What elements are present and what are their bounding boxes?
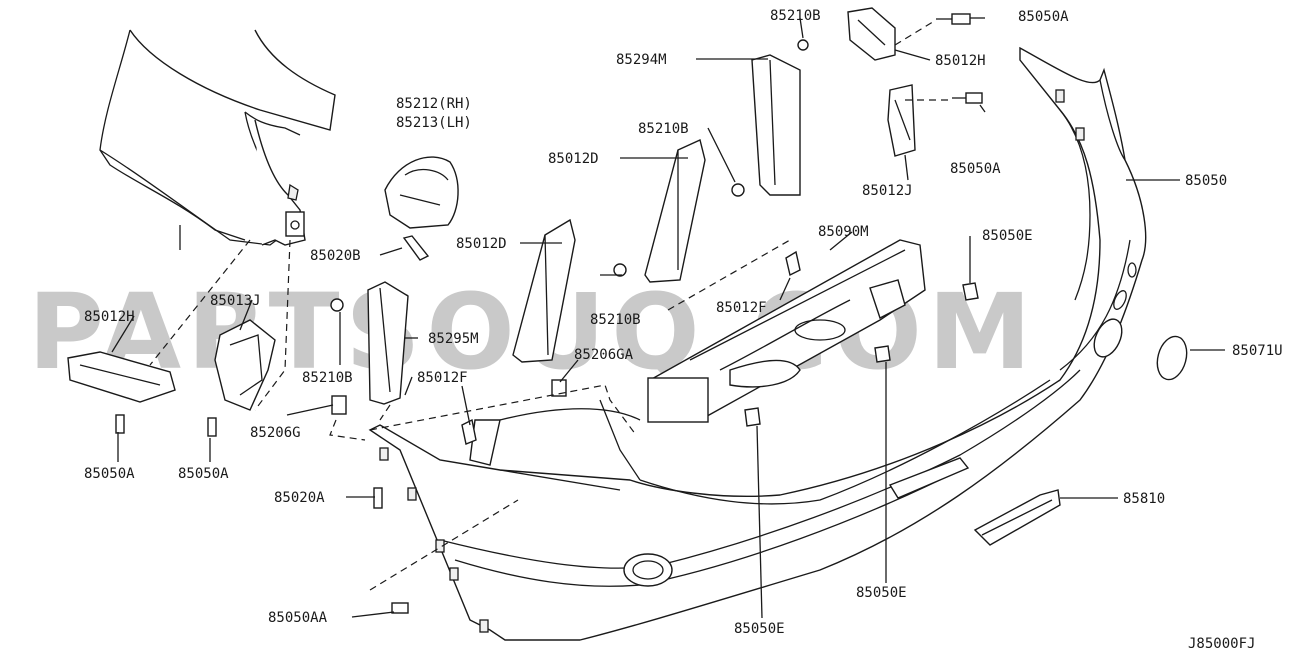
label-85012h-left: 85012H [84,309,135,325]
label-85012f-right: 85012F [716,300,767,316]
label-85212: 85212(RH) [396,96,472,112]
label-85071u: 85071U [1232,343,1283,359]
energy-absorber-part [647,239,926,423]
label-85012d-upper: 85012D [548,151,599,167]
label-85050a-top: 85050A [1018,9,1069,25]
label-85050aa: 85050AA [268,610,328,626]
label-85210b-top: 85210B [770,8,821,24]
rear-fender-section [99,29,336,246]
diagram-code: J85000FJ [1188,636,1255,652]
label-85295m: 85295M [428,331,479,347]
label-85050e-upper: 85050E [982,228,1033,244]
label-85206g: 85206G [250,425,301,441]
bracket-85013j [214,319,276,411]
side-marker-85212 [384,156,459,229]
label-85206ga: 85206GA [574,347,634,363]
reflector-85012h-left [67,351,176,403]
bumper-fascia-part [368,46,1147,641]
label-85050: 85050 [1185,173,1227,189]
label-85012h-right: 85012H [935,53,986,69]
leader-lines [111,17,1225,619]
label-85050e-right: 85050E [856,585,907,601]
label-85020a: 85020A [274,490,325,506]
label-85013j: 85013J [210,293,261,309]
label-85090m: 85090M [818,224,869,240]
label-85210b-mid: 85210B [638,121,689,137]
label-85012j: 85012J [862,183,913,199]
bumper-side-brackets [367,54,801,405]
label-85294m: 85294M [616,52,667,68]
label-85050a-left2: 85050A [178,466,229,482]
label-85810: 85810 [1123,491,1165,507]
label-85050a-right: 85050A [950,161,1001,177]
assembly-lines [149,19,950,591]
bracket-85012j [887,84,916,157]
label-85213: 85213(LH) [396,115,472,131]
label-85050a-left1: 85050A [84,466,135,482]
bracket-85012h-right [847,7,896,61]
label-85050e-bottom: 85050E [734,621,785,637]
label-85012d-lower: 85012D [456,236,507,252]
label-85210b-left: 85210B [302,370,353,386]
label-85020b: 85020B [310,248,361,264]
label-85210b-lower: 85210B [590,312,641,328]
fasteners [115,13,983,614]
label-85012f-left: 85012F [417,370,468,386]
part-labels: 85210B 85050A 85294M 85012H 85212(RH) 85… [84,8,1283,652]
cap-85071u [1156,335,1188,381]
